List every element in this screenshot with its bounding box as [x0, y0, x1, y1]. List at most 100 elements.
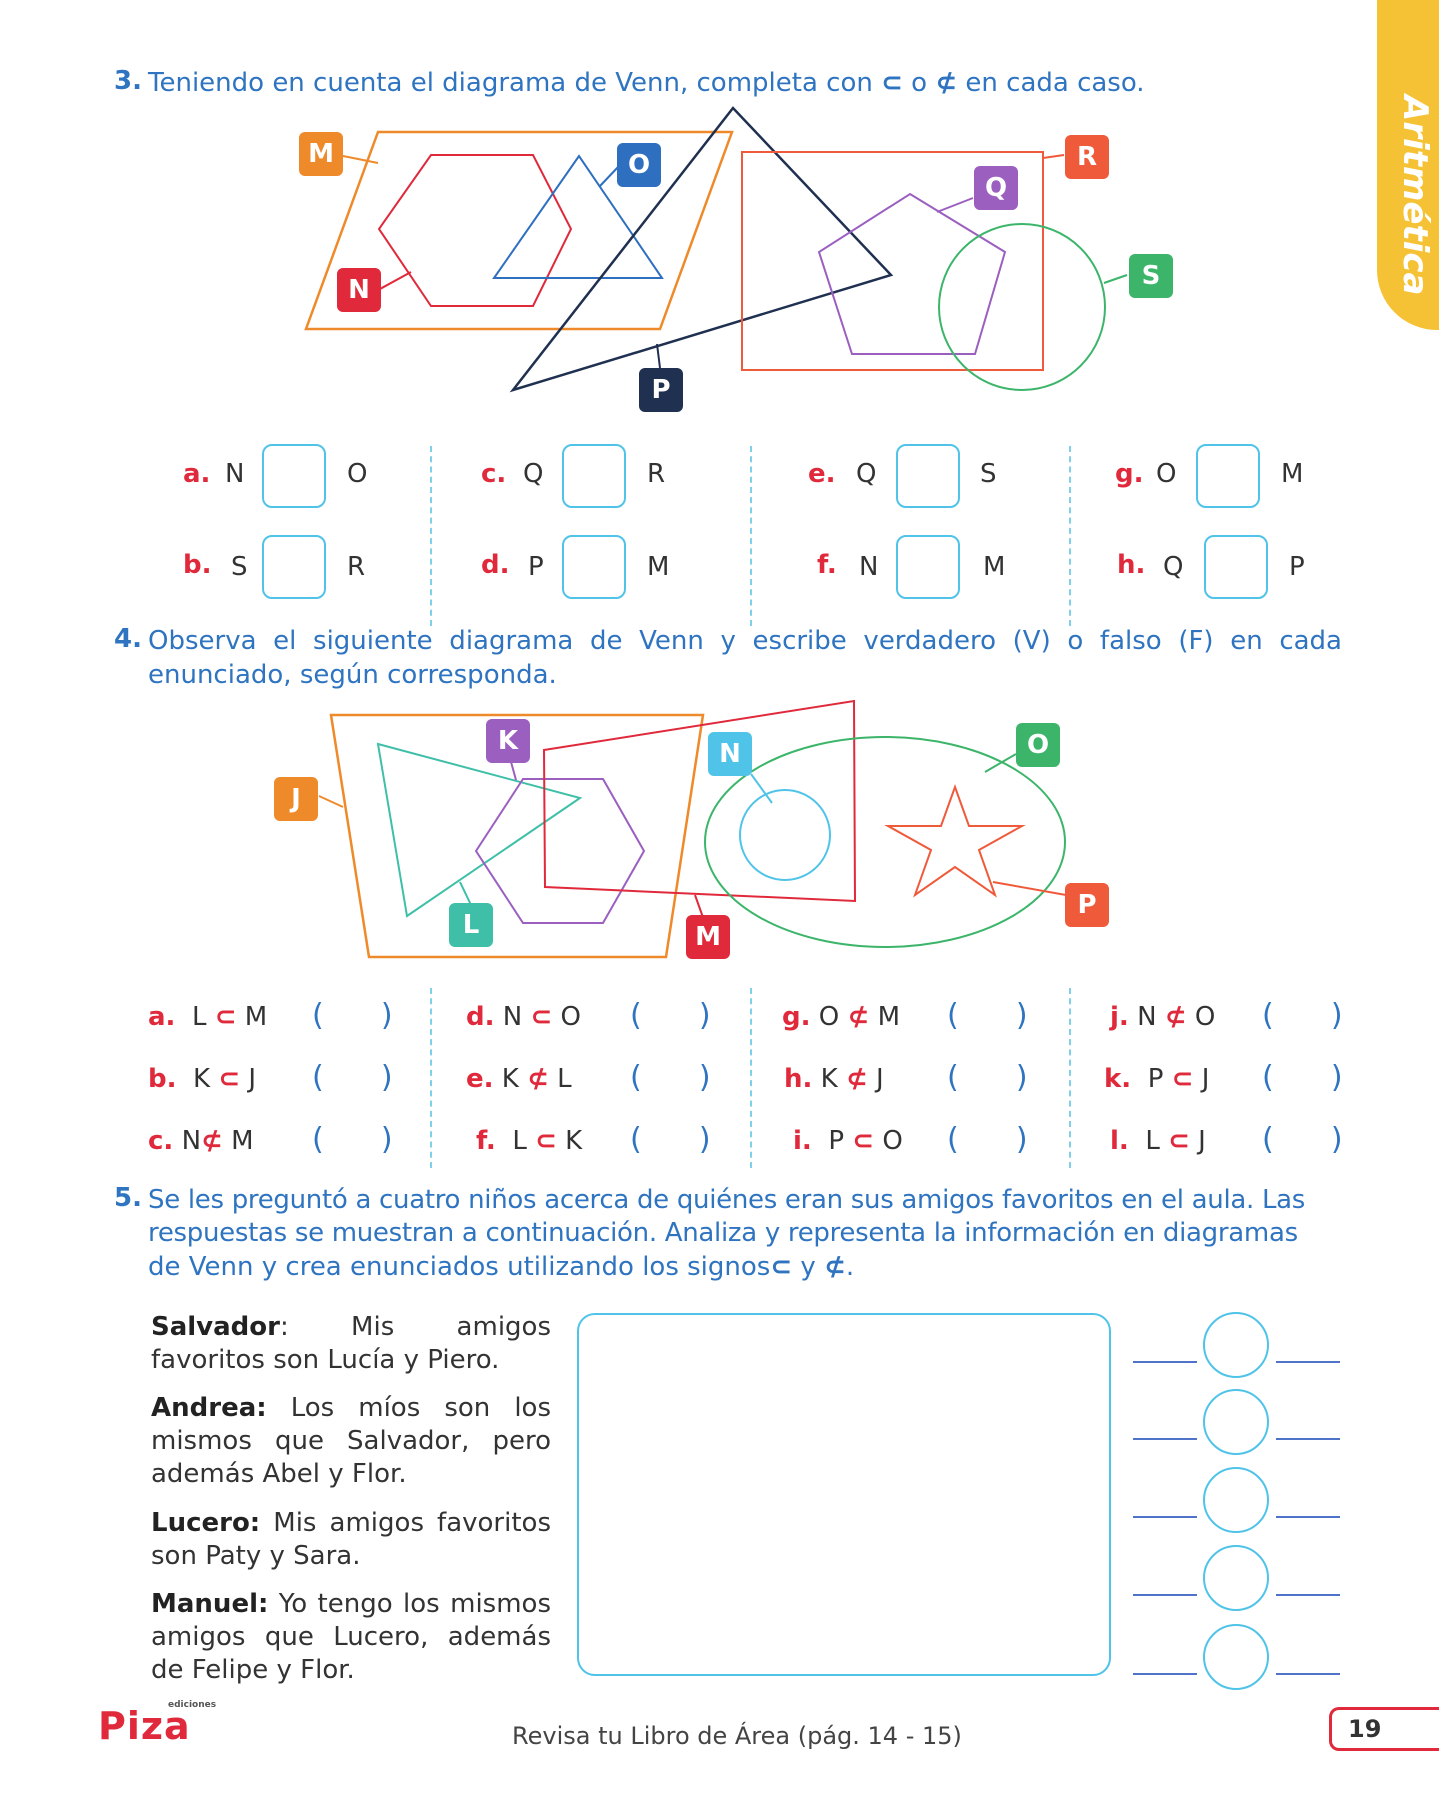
- set-tag-o: O: [1016, 723, 1060, 767]
- column-divider: [750, 446, 752, 626]
- venn-diagram-q3: [304, 106, 1128, 393]
- q5-instruction-line2: respuestas se muestran a continuación. A…: [148, 1218, 1298, 1248]
- q5-number: 5.: [114, 1183, 142, 1213]
- q3-item-left: Q: [523, 459, 544, 489]
- set-r-shape: [741, 151, 1044, 371]
- set-p-shape: [884, 784, 1026, 898]
- column-divider: [750, 988, 752, 1168]
- profile-lucero: Lucero: Mis amigos favoritos son Paty y …: [151, 1508, 551, 1571]
- q4-instruction-line2: enunciado, según corresponda.: [148, 660, 557, 690]
- q3-item-label: d.: [481, 550, 510, 580]
- blank-line[interactable]: [1133, 1673, 1197, 1675]
- answer-parens[interactable]: ( ): [312, 1122, 393, 1157]
- set-m-shape: [304, 130, 734, 331]
- q3-item-label: c.: [481, 459, 507, 489]
- blank-line[interactable]: [1133, 1361, 1197, 1363]
- blank-line[interactable]: [1276, 1438, 1340, 1440]
- q3-item-label: e.: [808, 459, 836, 489]
- q4-item: f. L ⊂ K: [476, 1126, 583, 1156]
- set-j-shape: [329, 713, 705, 959]
- blank-line[interactable]: [1133, 1516, 1197, 1518]
- set-o-shape: [492, 154, 664, 279]
- q3-item-left: Q: [1163, 552, 1184, 582]
- q4-item: k. P ⊂ J: [1104, 1064, 1210, 1094]
- side-tab: Aritmética: [1377, 0, 1439, 330]
- set-tag-r: R: [1065, 135, 1109, 179]
- set-m-shape: [542, 699, 857, 903]
- column-divider: [430, 446, 432, 626]
- set-tag-o: O: [617, 143, 661, 187]
- blank-line[interactable]: [1276, 1361, 1340, 1363]
- set-tag-k: K: [486, 719, 530, 763]
- answer-parens[interactable]: ( ): [947, 1122, 1028, 1157]
- q3-item-right: R: [347, 552, 366, 582]
- venn-drawing-area[interactable]: [577, 1313, 1111, 1676]
- q3-item-right: O: [347, 459, 368, 489]
- answer-parens[interactable]: ( ): [312, 1060, 393, 1095]
- answer-box-g[interactable]: [1196, 444, 1260, 508]
- q3-item-label: h.: [1117, 550, 1146, 580]
- blank-line[interactable]: [1276, 1594, 1340, 1596]
- symbol-circle[interactable]: [1203, 1389, 1269, 1455]
- set-tag-p: P: [1065, 883, 1109, 927]
- set-tag-n: N: [708, 732, 752, 776]
- q5-instruction-line3: de Venn y crea enunciados utilizando los…: [148, 1252, 855, 1282]
- q3-item-left: N: [225, 459, 245, 489]
- answer-parens[interactable]: ( ): [630, 998, 711, 1033]
- column-divider: [1069, 988, 1071, 1168]
- answer-parens[interactable]: ( ): [1262, 1122, 1343, 1157]
- profile-salvador: Salvador: Mis amigos favoritos son Lucía…: [151, 1312, 551, 1375]
- profile-manuel: Manuel: Yo tengo los mismos amigos que L…: [151, 1589, 551, 1685]
- symbol-circle[interactable]: [1203, 1312, 1269, 1378]
- set-tag-j: J: [274, 777, 318, 821]
- answer-parens[interactable]: ( ): [630, 1122, 711, 1157]
- q4-number: 4.: [114, 624, 142, 654]
- answer-box-b[interactable]: [262, 535, 326, 599]
- set-o-shape: [704, 736, 1066, 948]
- q3-item-label: f.: [817, 550, 837, 580]
- answer-box-f[interactable]: [896, 535, 960, 599]
- answer-parens[interactable]: ( ): [630, 1060, 711, 1095]
- set-tag-m: M: [299, 132, 343, 176]
- set-n-shape: [377, 154, 573, 307]
- set-tag-m: M: [686, 915, 730, 959]
- q4-item: j. N ⊄ O: [1110, 1002, 1216, 1032]
- set-n-shape: [739, 789, 831, 881]
- answer-box-d[interactable]: [562, 535, 626, 599]
- answer-parens[interactable]: ( ): [1262, 998, 1343, 1033]
- set-p-shape: [509, 106, 894, 393]
- blank-line[interactable]: [1276, 1516, 1340, 1518]
- symbol-circle[interactable]: [1203, 1624, 1269, 1690]
- q3-item-label: a.: [183, 459, 211, 489]
- q4-item: a. L ⊂ M: [148, 1002, 268, 1032]
- column-divider: [1069, 446, 1071, 626]
- symbol-circle[interactable]: [1203, 1545, 1269, 1611]
- set-tag-n: N: [337, 268, 381, 312]
- answer-parens[interactable]: ( ): [947, 998, 1028, 1033]
- answer-parens[interactable]: ( ): [947, 1060, 1028, 1095]
- answer-parens[interactable]: ( ): [1262, 1060, 1343, 1095]
- answer-box-c[interactable]: [562, 444, 626, 508]
- q4-item: d. N ⊂ O: [466, 1002, 582, 1032]
- set-l-shape: [376, 742, 583, 918]
- answer-box-e[interactable]: [896, 444, 960, 508]
- symbol-circle[interactable]: [1203, 1467, 1269, 1533]
- set-tag-l: L: [449, 903, 493, 947]
- blank-line[interactable]: [1133, 1594, 1197, 1596]
- q5-instruction-line1: Se les preguntó a cuatro niños acerca de…: [148, 1185, 1306, 1215]
- set-tag-q: Q: [974, 166, 1018, 210]
- blank-line[interactable]: [1133, 1438, 1197, 1440]
- answer-box-a[interactable]: [262, 444, 326, 508]
- q3-item-label: b.: [183, 550, 212, 580]
- q3-item-right: P: [1289, 552, 1305, 582]
- q4-item: l. L ⊂ J: [1110, 1126, 1206, 1156]
- q3-item-label: g.: [1115, 459, 1144, 489]
- answer-box-h[interactable]: [1204, 535, 1268, 599]
- q4-instruction-line1: Observa el siguiente diagrama de Venn y …: [148, 626, 1342, 656]
- q4-item: h. K ⊄ J: [784, 1064, 884, 1094]
- answer-parens[interactable]: ( ): [312, 998, 393, 1033]
- footer-reference: Revisa tu Libro de Área (pág. 14 - 15): [512, 1722, 962, 1750]
- set-tag-p: P: [639, 368, 683, 412]
- q3-item-right: S: [980, 459, 997, 489]
- blank-line[interactable]: [1276, 1673, 1340, 1675]
